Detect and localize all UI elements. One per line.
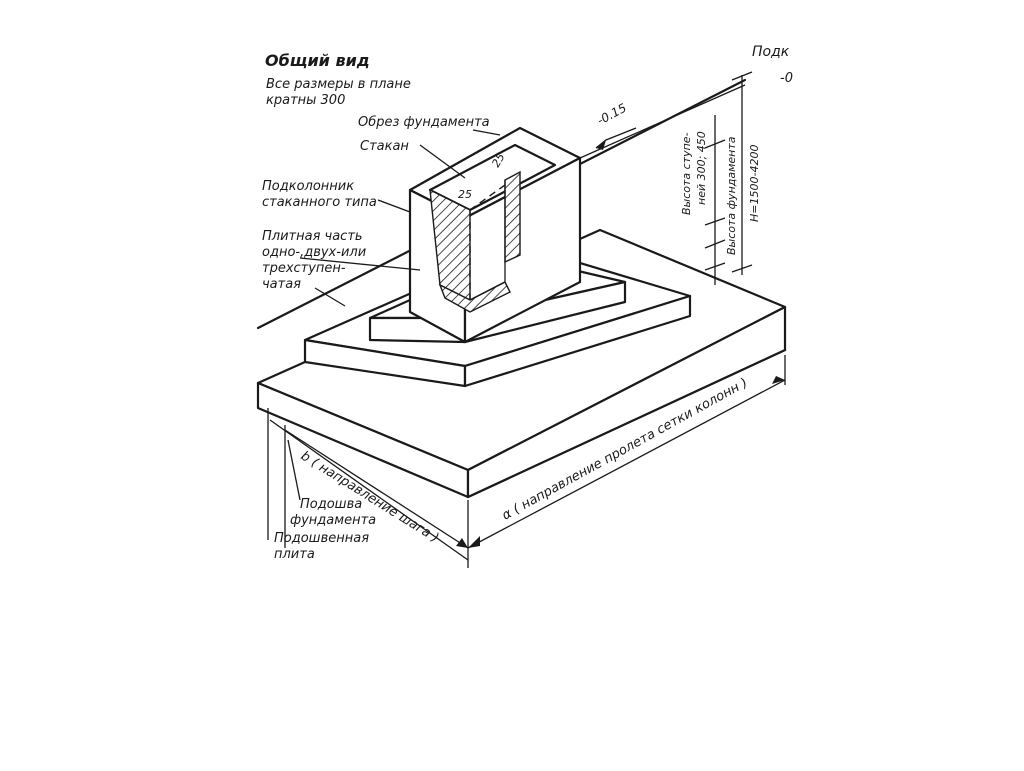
- label-slab-part-2: одно-,двух-или: [262, 245, 366, 260]
- note-line-2: кратны 300: [266, 93, 345, 108]
- top-right-value: -0: [780, 71, 793, 86]
- label-slab-part-4: чатая: [262, 277, 301, 292]
- label-column-base-1: Подколонник: [262, 179, 354, 194]
- step-height-2: ней 300; 450: [695, 131, 708, 205]
- height-dimensions: [579, 71, 753, 285]
- label-column-base-2: стаканного типа: [262, 195, 377, 210]
- label-edge-of-foundation: Обрез фундамента: [358, 115, 490, 130]
- leader-lines: [287, 129, 501, 501]
- foundation-height-1: Высота фундамента: [725, 136, 738, 255]
- label-sub-slab-2: плита: [274, 547, 315, 562]
- label-sub-slab-1: Подошвенная: [274, 531, 369, 546]
- column-base: [408, 126, 582, 344]
- step-height-1: Высота ступе-: [680, 132, 693, 215]
- socket-gap-a: 25: [458, 188, 472, 201]
- top-right-label: Подк: [752, 44, 790, 60]
- label-slab-part-3: трехступен-: [262, 261, 346, 276]
- plan-dimensions: [267, 355, 786, 568]
- label-socket: Стакан: [360, 139, 409, 154]
- foundation-height-2: H=1500-4200: [748, 145, 761, 222]
- level-mark-value: -0.15: [595, 101, 629, 128]
- label-footing-base-2: фундамента: [290, 513, 376, 528]
- socket-gap-b: 25: [489, 151, 507, 170]
- view-title: Общий вид: [265, 51, 370, 70]
- level-mark: [595, 127, 637, 150]
- label-slab-part-1: Плитная часть: [262, 229, 363, 244]
- label-footing-base-1: Подошва: [300, 497, 362, 512]
- note-line-1: Все размеры в плане: [266, 77, 411, 92]
- socket-wall-right: [504, 170, 521, 264]
